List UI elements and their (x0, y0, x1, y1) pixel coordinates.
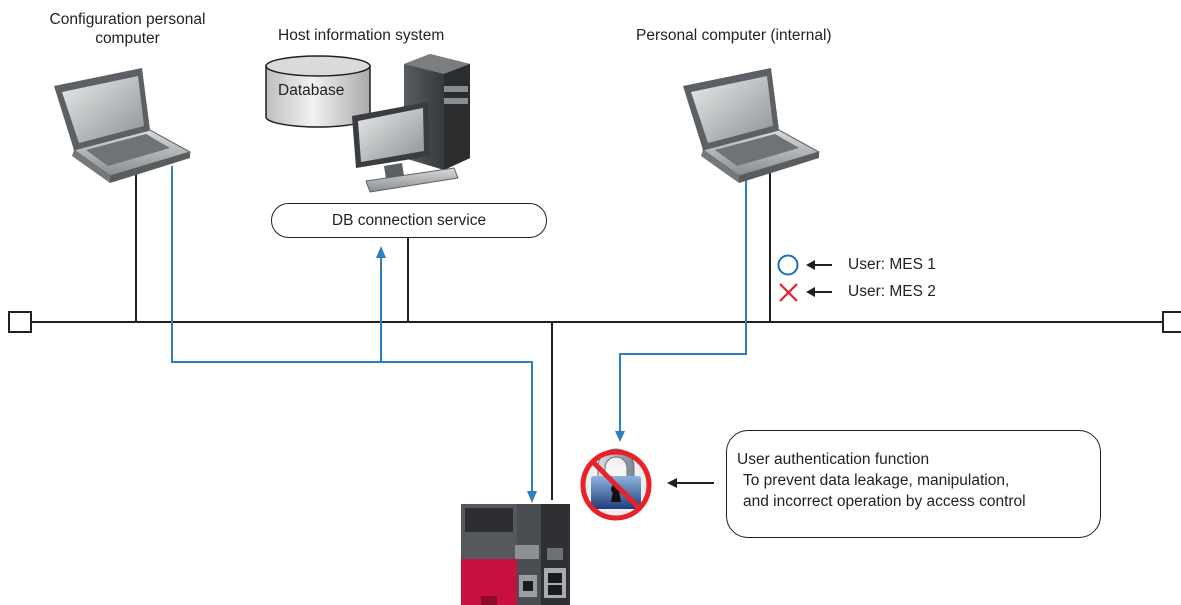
cross-icon (779, 283, 798, 302)
host-system-label: Host information system (278, 27, 445, 44)
blue-path-internal (619, 176, 747, 434)
blue-path-allowed (171, 166, 533, 494)
auth-description-line1: To prevent data leakage, manipulation, (743, 472, 1010, 489)
monitor-icon (352, 102, 459, 193)
internal-pc-label: Personal computer (internal) (636, 27, 832, 44)
config-pc-label-line1: Configuration personal (49, 11, 206, 28)
user-denied-label: User: MES 2 (848, 283, 936, 300)
bus-terminator-left (8, 311, 32, 333)
config-pc-label: Configuration personal computer (20, 10, 235, 48)
auth-title: User authentication function (737, 451, 930, 468)
arrow-left-icon (806, 287, 832, 297)
arrow-left-icon (806, 260, 832, 270)
user-authentication-callout: User authentication function To prevent … (726, 430, 1101, 538)
bus-terminator-right (1162, 311, 1181, 333)
plc-icon (461, 504, 570, 605)
laptop-icon (683, 68, 821, 183)
bus-drop-lines (135, 172, 771, 500)
arrow-left-icon (667, 478, 714, 488)
config-pc-label-line2: computer (95, 30, 160, 47)
circle-icon (777, 254, 799, 276)
database-icon (265, 55, 371, 128)
prohibited-lock-icon (580, 448, 652, 521)
arrow-to-db-service (376, 246, 386, 258)
arrow-to-plc (527, 491, 537, 503)
user-allowed-label: User: MES 1 (848, 256, 936, 273)
db-connection-service-label: DB connection service (331, 211, 487, 229)
db-connection-service-box: DB connection service (271, 203, 547, 238)
auth-description-line2: and incorrect operation by access contro… (743, 493, 1026, 510)
database-label: Database (278, 82, 345, 99)
arrow-to-lock (615, 431, 625, 442)
laptop-icon (54, 68, 192, 183)
